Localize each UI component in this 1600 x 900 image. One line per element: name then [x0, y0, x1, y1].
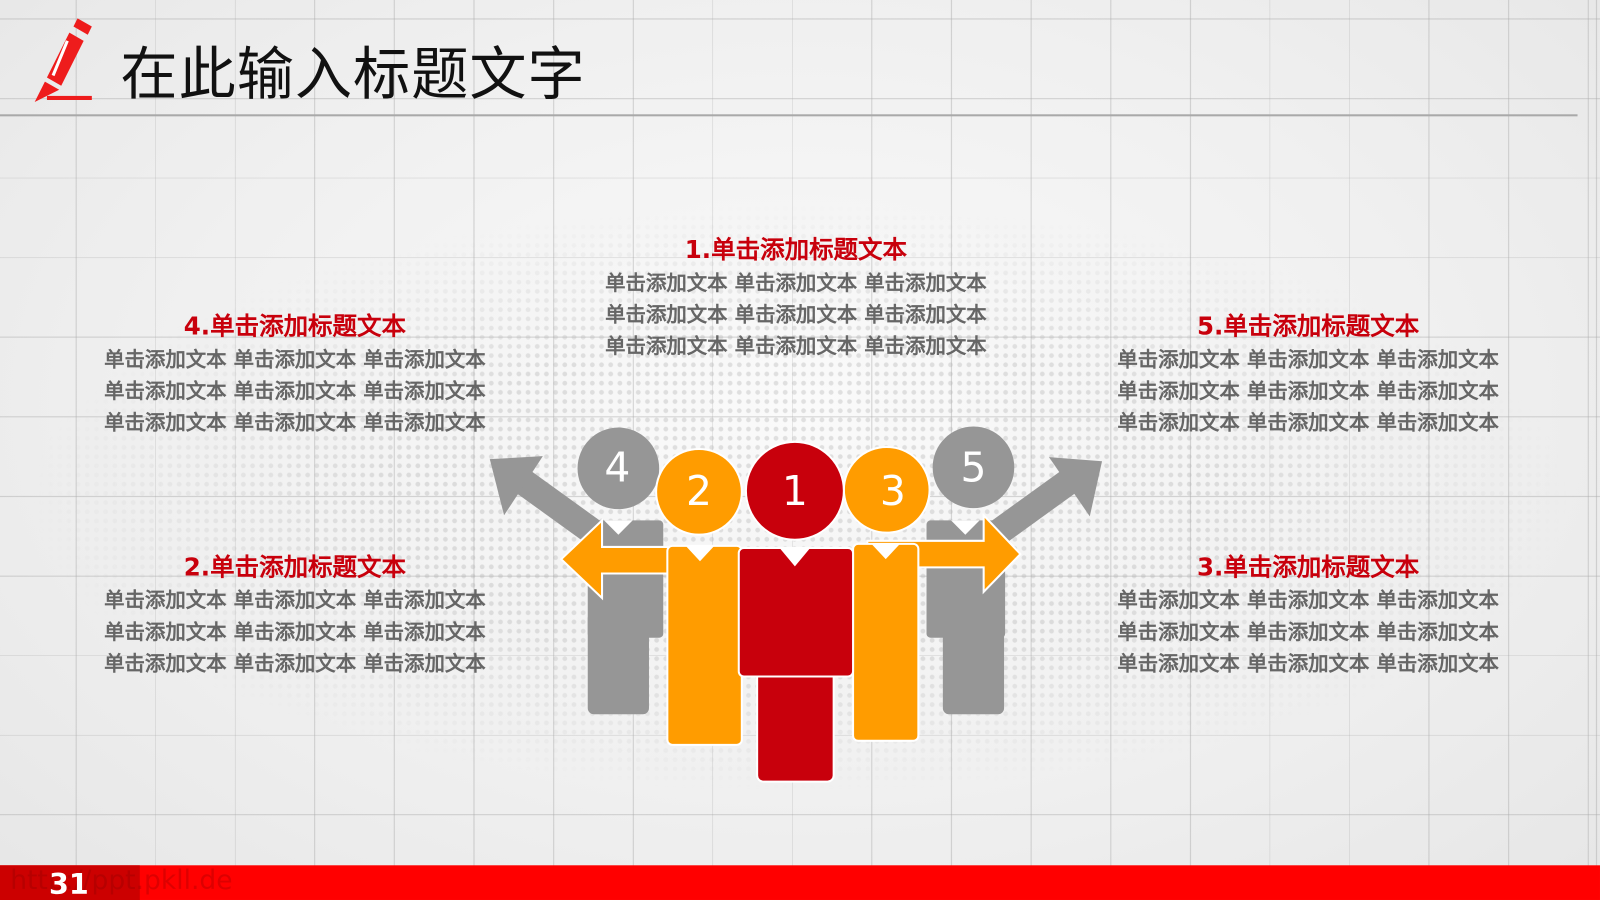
page-title: 在此输入标题文字	[120, 41, 586, 109]
block-title[interactable]: 5.单击添加标题文本	[1197, 312, 1420, 341]
text-block-1: 1.单击添加标题文本 单击添加文本 单击添加文本 单击添加文本 单击添加文本 单…	[571, 233, 1020, 363]
person-1	[737, 440, 855, 783]
text-block-3: 3.单击添加标题文本 单击添加文本 单击添加文本 单击添加文本 单击添加文本 单…	[1084, 550, 1533, 680]
block-title[interactable]: 4.单击添加标题文本	[183, 312, 407, 341]
person-number: 1	[782, 467, 808, 515]
text-block-5: 5.单击添加标题文本 单击添加文本 单击添加文本 单击添加文本 单击添加文本 单…	[1084, 309, 1533, 439]
block-line[interactable]: 单击添加文本 单击添加文本 单击添加文本	[104, 587, 486, 613]
block-line[interactable]: 单击添加文本 单击添加文本 单击添加文本	[1117, 587, 1499, 613]
person-number: 4	[604, 444, 630, 492]
block-line[interactable]: 单击添加文本 单击添加文本 单击添加文本	[104, 410, 486, 435]
text-block-4: 4.单击添加标题文本 单击添加文本 单击添加文本 单击添加文本 单击添加文本 单…	[70, 309, 519, 439]
block-title[interactable]: 3.单击添加标题文本	[1197, 553, 1420, 582]
block-line[interactable]: 单击添加文本 单击添加文本 单击添加文本	[104, 346, 486, 372]
person-3	[842, 445, 931, 742]
block-line[interactable]: 单击添加文本 单击添加文本 单击添加文本	[1117, 651, 1499, 676]
watermark: http://ppt.pkll.de	[10, 865, 233, 896]
block-line[interactable]: 单击添加文本 单击添加文本 单击添加文本	[605, 333, 987, 359]
header-divider	[0, 114, 1578, 117]
block-line[interactable]: 单击添加文本 单击添加文本 单击添加文本	[605, 302, 987, 327]
block-line[interactable]: 单击添加文本 单击添加文本 单击添加文本	[104, 651, 486, 676]
block-line[interactable]: 单击添加文本 单击添加文本 单击添加文本	[1117, 378, 1499, 404]
person-number: 5	[960, 444, 986, 492]
block-line[interactable]: 单击添加文本 单击添加文本 单击添加文本	[104, 378, 486, 404]
block-line[interactable]: 单击添加文本 单击添加文本 单击添加文本	[1117, 346, 1499, 372]
person-number: 3	[880, 467, 906, 515]
pencil-icon	[34, 18, 92, 103]
person-2	[655, 447, 743, 746]
block-line[interactable]: 单击添加文本 单击添加文本 单击添加文本	[104, 619, 486, 644]
page-number: 31	[48, 867, 89, 900]
block-line[interactable]: 单击添加文本 单击添加文本 单击添加文本	[1117, 619, 1499, 644]
block-line[interactable]: 单击添加文本 单击添加文本 单击添加文本	[1117, 410, 1499, 435]
page-number-box	[0, 865, 140, 900]
block-line[interactable]: 单击添加文本 单击添加文本 单击添加文本	[605, 270, 987, 295]
block-title[interactable]: 1.单击添加标题文本	[684, 235, 908, 265]
footer-bar: http://ppt.pkll.de 31	[0, 865, 1600, 900]
block-title[interactable]: 2.单击添加标题文本	[183, 553, 407, 582]
person-number: 2	[686, 467, 712, 515]
text-block-2: 2.单击添加标题文本 单击添加文本 单击添加文本 单击添加文本 单击添加文本 单…	[70, 550, 519, 680]
